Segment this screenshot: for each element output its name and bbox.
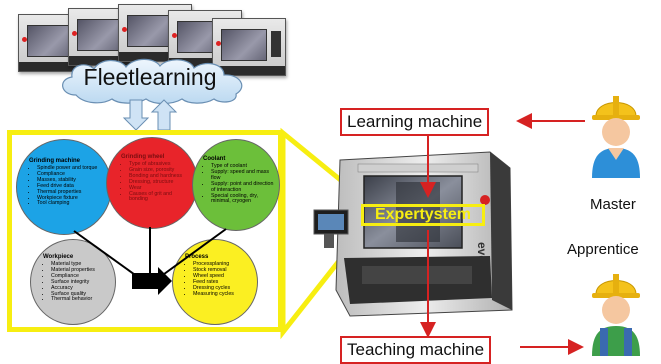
apprentice-worker-icon — [592, 274, 640, 356]
circle-grinding-wheel: Grinding wheel Type of abrasives Grain s… — [106, 137, 198, 229]
list-item: Supply: point and direction of interacti… — [211, 181, 275, 194]
list-item: Special cooling, dry, minimal, cryogen — [211, 193, 275, 206]
apprentice-label: Apprentice — [567, 241, 639, 258]
fleet-machine-icon — [212, 18, 286, 76]
list-item: Grain size, porosity — [129, 167, 191, 174]
list-item: Wear — [129, 185, 191, 192]
circle-process: Process Processplaning Stock removal Whe… — [172, 239, 258, 325]
learning-machine-label: Learning machine — [340, 108, 490, 136]
grinding-machine-icon: evo — [313, 151, 513, 317]
fleetlearning-title: Fleetlearning — [83, 64, 217, 90]
list-item: Dressing cycles — [193, 285, 253, 292]
expert-system-label: Expertystem — [361, 204, 485, 226]
list-item: Material type — [51, 261, 111, 268]
list-item: Surface quality — [51, 291, 111, 298]
cloud-icon — [62, 58, 243, 105]
list-item: Stock removal — [193, 267, 253, 274]
list-item: Thermal properties — [37, 189, 105, 196]
list-item: Wheel speed — [193, 273, 253, 280]
list-item: Compliance — [37, 171, 105, 178]
master-worker-icon — [592, 96, 640, 178]
list-item: Supply: speed and mass flow — [211, 169, 275, 182]
list-item: Thermal behavior — [51, 297, 111, 303]
list-item: Feed drive data — [37, 183, 105, 190]
list-item: Causes of grit and bonding — [129, 191, 191, 204]
workpiece-list: Material type Material properties Compli… — [43, 261, 111, 303]
master-label: Master — [590, 196, 636, 213]
list-item: Processplaning — [193, 261, 253, 268]
list-item: Spindle power and torque — [37, 165, 105, 172]
grinding-wheel-title: Grinding wheel — [121, 154, 165, 160]
circle-coolant: Coolant Type of coolant Supply: speed an… — [192, 139, 280, 231]
list-item: Workpiece fixture — [37, 195, 105, 202]
knowledge-frame: Grinding machine Spindle power and torqu… — [7, 130, 283, 332]
list-item: Tool clamping — [37, 201, 105, 207]
list-item: Surface integrity — [51, 279, 111, 286]
process-title: Process — [185, 254, 209, 260]
list-item: Measuring cycles — [193, 291, 253, 298]
list-item: Type of coolant — [211, 163, 275, 170]
coolant-list: Type of coolant Supply: speed and mass f… — [203, 163, 275, 206]
sync-arrows — [122, 99, 178, 131]
grinding-wheel-list: Type of abrasives Grain size, porosity B… — [121, 161, 191, 204]
coolant-title: Coolant — [203, 156, 226, 162]
list-item: Compliance — [51, 273, 111, 280]
list-item: Type of abrasives — [129, 161, 191, 168]
circle-workpiece: Workpiece Material type Material propert… — [30, 239, 116, 325]
grinding-machine-list: Spindle power and torque Compliance Mass… — [29, 165, 105, 207]
list-item: Feed rates — [193, 279, 253, 286]
list-item: Material properties — [51, 267, 111, 274]
grinding-machine-title: Grinding machine — [29, 158, 81, 164]
list-item: Masses, stability — [37, 177, 105, 184]
teaching-machine-label: Teaching machine — [340, 336, 492, 364]
list-item: Bonding and hardness — [129, 173, 191, 180]
converge-arrows — [73, 227, 227, 295]
process-list: Processplaning Stock removal Wheel speed… — [185, 261, 253, 298]
list-item: Dressing, structure — [129, 179, 191, 186]
list-item: Accuracy — [51, 285, 111, 292]
workpiece-title: Workpiece — [43, 254, 74, 260]
